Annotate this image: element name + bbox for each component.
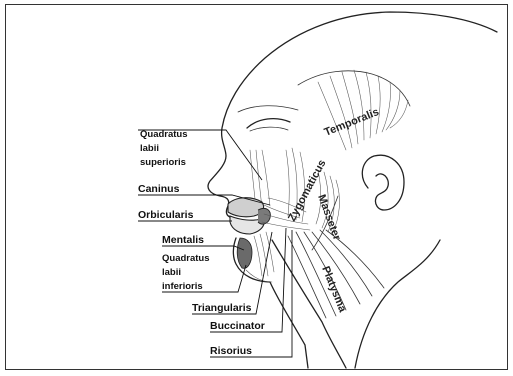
label-quadratus-superioris-2: labii	[140, 143, 159, 154]
diagram-frame	[6, 5, 508, 370]
label-mentalis: Mentalis	[162, 234, 204, 246]
label-buccinator: Buccinator	[210, 320, 265, 332]
label-quadratus-inferioris-2: labii	[162, 267, 181, 278]
label-caninus: Caninus	[138, 183, 180, 195]
label-triangularis: Triangularis	[192, 302, 252, 314]
mentalis-muscle	[237, 238, 252, 268]
label-risorius: Risorius	[210, 345, 252, 357]
label-quadratus-inferioris-1: Quadratus	[162, 253, 210, 264]
label-quadratus-superioris-3: superioris	[140, 157, 186, 168]
label-quadratus-inferioris-3: inferioris	[162, 281, 203, 292]
label-quadratus-superioris-1: Quadratus	[140, 129, 188, 140]
label-orbicularis: Orbicularis	[138, 209, 194, 221]
